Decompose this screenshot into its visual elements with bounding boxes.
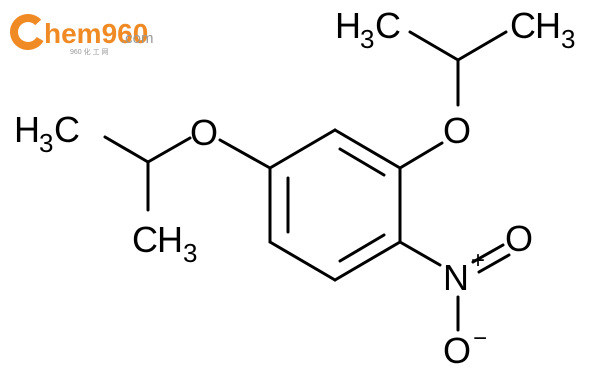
methyl-label: H 3 C bbox=[14, 109, 80, 158]
ring-bond bbox=[333, 128, 402, 170]
negative-charge: − bbox=[473, 325, 487, 352]
subscript-3: 3 bbox=[360, 24, 374, 54]
ring-double-bond bbox=[338, 233, 386, 263]
atom-hydrogen: H bbox=[535, 5, 561, 46]
logo-c-mark bbox=[10, 14, 46, 50]
logo-domain-text: .com bbox=[121, 30, 154, 47]
isopropoxy-group-left: O H 3 C C H 3 bbox=[14, 109, 272, 268]
atom-nitrogen: N bbox=[443, 257, 469, 298]
bond bbox=[456, 30, 508, 62]
isopropoxy-group-upper: O H 3 C C H 3 bbox=[335, 5, 575, 170]
nitro-group: N + O O − bbox=[398, 218, 533, 371]
atom-oxygen: O bbox=[190, 112, 218, 153]
subscript-3: 3 bbox=[183, 238, 197, 268]
bond bbox=[103, 135, 150, 164]
subscript-3: 3 bbox=[39, 128, 53, 158]
benzene-ring bbox=[268, 128, 402, 282]
bond bbox=[218, 138, 272, 170]
atom-carbon: C bbox=[132, 219, 158, 260]
bond bbox=[408, 30, 460, 62]
double-bond bbox=[477, 253, 511, 274]
ring-bond bbox=[268, 128, 337, 170]
atom-oxygen: O bbox=[443, 330, 471, 371]
methyl-label: C H 3 bbox=[510, 5, 575, 54]
atom-hydrogen: H bbox=[14, 109, 40, 150]
atom-carbon: C bbox=[375, 5, 401, 46]
atom-hydrogen: H bbox=[335, 5, 361, 46]
subscript-3: 3 bbox=[561, 24, 575, 54]
ring-double-bond bbox=[338, 147, 386, 177]
atom-oxygen: O bbox=[505, 218, 533, 259]
chem960-logo: hem960 .com 960 化 工 网 bbox=[10, 14, 154, 56]
bond bbox=[398, 240, 442, 267]
bond bbox=[146, 136, 192, 164]
atom-carbon: C bbox=[54, 109, 80, 150]
methyl-label: C H 3 bbox=[132, 219, 197, 268]
atom-carbon: C bbox=[510, 5, 536, 46]
bond bbox=[398, 141, 444, 170]
logo-tagline-text: 960 化 工 网 bbox=[70, 47, 109, 56]
ring-bond bbox=[268, 240, 337, 282]
double-bond bbox=[471, 243, 505, 264]
atom-hydrogen: H bbox=[157, 219, 183, 260]
methyl-label: H 3 C bbox=[335, 5, 401, 54]
atom-oxygen: O bbox=[443, 110, 471, 151]
ring-bond bbox=[333, 240, 402, 282]
logo-brand-text: hem960 bbox=[44, 18, 148, 49]
